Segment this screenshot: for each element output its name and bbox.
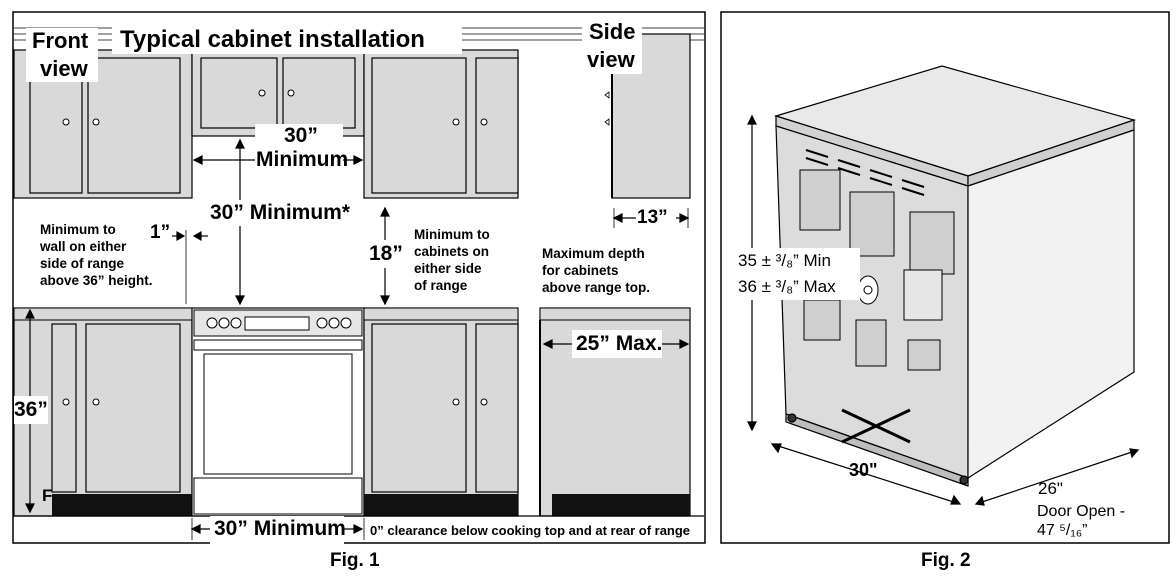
range-front <box>191 307 365 517</box>
dim-25-max: 25” Max. <box>576 332 663 355</box>
figure-1 <box>12 11 706 544</box>
side-view-label-line-2: view <box>587 47 635 72</box>
front-view-label-line-2: view <box>40 56 88 81</box>
dim-30-minimum-star: 30” Minimum* <box>210 201 351 224</box>
clearance-note: 0” clearance below cooking top and at re… <box>370 523 691 538</box>
cabinet-note-line-1: Minimum to <box>414 227 490 242</box>
door-open-label-line-1: Door Open - <box>1037 503 1126 520</box>
lower-right-cabinet <box>363 307 519 517</box>
height-min-label: 35 ± ³/₈” Min <box>738 251 831 270</box>
upper-middle-cabinet <box>191 49 365 137</box>
upper-right-cabinet <box>363 49 519 199</box>
figure-2-caption: Fig. 2 <box>921 550 971 571</box>
figure-2 <box>720 11 1170 544</box>
side-view-label-line-1: Side <box>589 19 636 44</box>
cabinet-note: Minimum to cabinets on either side of ra… <box>414 226 490 294</box>
dim-13-inch: 13” <box>637 207 668 228</box>
wall-note-line-4: above 36” height. <box>40 273 153 288</box>
range-rear-illustration <box>773 65 1137 487</box>
dim-36-inch: 36” <box>14 398 48 421</box>
wall-note-line-1: Minimum to <box>40 222 116 237</box>
dim-30-top-value: 30” <box>284 124 318 147</box>
wall-note: Minimum to wall on either side of range … <box>40 221 153 289</box>
front-view-label-line-1: Front <box>32 28 89 53</box>
dim-30-top-minimum: Minimum <box>256 148 349 171</box>
width-label: 30" <box>849 460 878 480</box>
dim-1-inch: 1” <box>150 222 171 243</box>
cabinet-note-line-3: either side <box>414 261 482 276</box>
height-max-label: 36 ± ³/₈” Max <box>738 277 836 296</box>
depth-note-line-3: above range top. <box>542 280 651 295</box>
dim-30-bottom: 30” Minimum <box>214 517 346 540</box>
floor-letter: F <box>42 486 53 505</box>
depth-note-line-1: Maximum depth <box>542 246 645 261</box>
depth-note-line-2: for cabinets <box>542 263 619 278</box>
cabinet-note-line-4: of range <box>414 278 468 293</box>
figure-1-caption: Fig. 1 <box>330 550 380 571</box>
depth-note: Maximum depth for cabinets above range t… <box>542 245 650 296</box>
figure-1-title: Typical cabinet installation <box>120 26 425 53</box>
wall-note-line-3: side of range <box>40 256 125 271</box>
door-open-label-line-2: 47 ⁵/₁₆” <box>1037 522 1088 539</box>
wall-note-line-2: wall on either <box>40 239 127 254</box>
cabinet-note-line-2: cabinets on <box>414 244 490 259</box>
dim-18-inch: 18” <box>369 242 403 265</box>
depth-label: 26" <box>1038 479 1063 498</box>
